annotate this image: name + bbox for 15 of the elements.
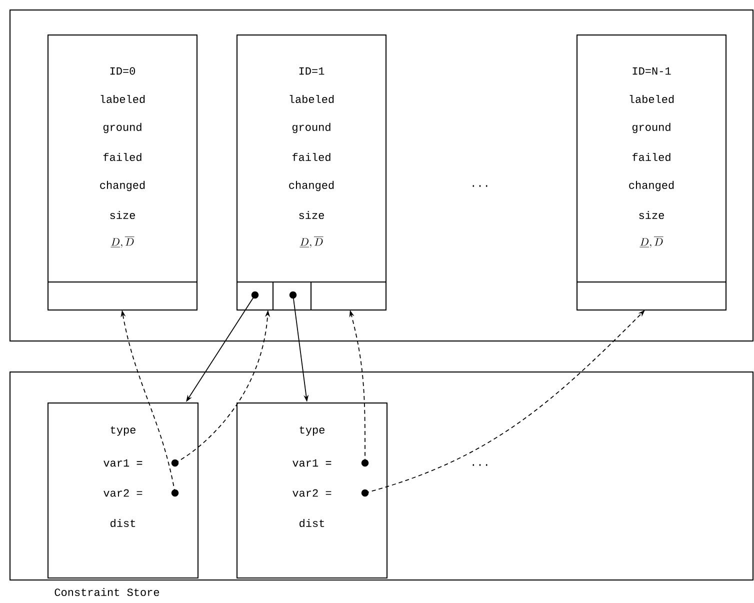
pointer-cell: [236, 282, 274, 310]
band-frame: [10, 372, 754, 580]
variable-box: ID=1 labeled ground failed changed size $\underline{D}, \overline{D}$: [236, 34, 386, 310]
constraint-box: type var1 = var2 = dist: [48, 402, 198, 578]
pointer-cell: [310, 282, 386, 310]
band-frame: [10, 10, 754, 342]
variable-box: ID=0 labeled ground failed changed size $\underline{D}, \overline{D}$: [48, 34, 198, 310]
constraint-box: type var1 = var2 = dist: [236, 402, 388, 578]
variable-box: ID=N-1 labeled ground failed changed size $\underline{D}, \overline{D}$: [576, 34, 726, 310]
pointer-cell: [576, 282, 726, 310]
pointer-cell: [272, 282, 312, 310]
ellipsis: ...: [472, 185, 488, 187]
node-label: Constraint Store: [54, 588, 160, 596]
ellipsis: ...: [472, 464, 488, 466]
pointer-cell: [48, 282, 198, 310]
